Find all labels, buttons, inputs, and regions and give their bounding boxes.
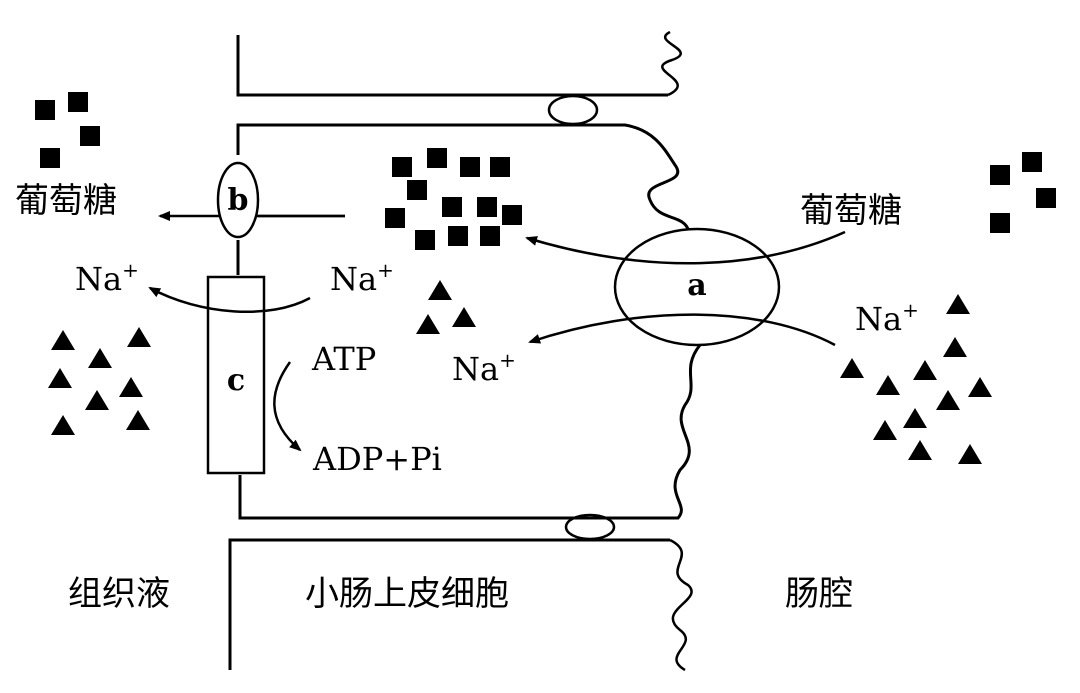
sodium-label-cell-lower: Na+ xyxy=(452,348,516,388)
pump-c-label: c xyxy=(227,363,245,398)
sodium-ions-tissue-fluid xyxy=(48,327,151,435)
atp-label: ATP xyxy=(311,340,376,378)
glucose-molecules-cell xyxy=(385,148,522,250)
intestinal-lumen-label: 肠腔 xyxy=(785,574,853,614)
sodium-ions-lumen xyxy=(840,294,992,464)
lower-cell-outline xyxy=(228,538,670,670)
carrier-a-label: a xyxy=(687,268,706,303)
glucose-label-lumen: 葡萄糖 xyxy=(800,191,902,231)
tight-junction-top xyxy=(547,94,599,126)
glucose-import-arrow xyxy=(525,230,846,265)
sodium-label-tissue-fluid: Na+ xyxy=(75,258,139,298)
glucose-molecules-tissue-fluid xyxy=(35,92,100,168)
lower-cell-microvilli xyxy=(669,538,693,672)
sodium-ions-cell xyxy=(416,280,476,334)
sodium-label-lumen: Na+ xyxy=(855,298,919,338)
sodium-export-arrow xyxy=(148,286,311,314)
atp-hydrolysis-arrow xyxy=(273,361,302,452)
sodium-import-arrow xyxy=(528,313,836,347)
upper-cell-microvilli xyxy=(661,30,682,97)
epithelial-cell-label: 小肠上皮细胞 xyxy=(305,574,509,614)
sodium-label-cell-upper: Na+ xyxy=(330,258,394,298)
epithelial-cell-outline xyxy=(236,123,692,241)
upper-cell-outline xyxy=(236,35,668,97)
adp-pi-label: ADP+Pi xyxy=(312,440,442,478)
tissue-fluid-label: 组织液 xyxy=(68,574,170,614)
glucose-label-tissue-fluid: 葡萄糖 xyxy=(15,181,117,221)
epithelial-cell-lower-membrane xyxy=(238,344,702,520)
glucose-molecules-lumen xyxy=(990,152,1056,233)
carrier-b-label: b xyxy=(228,183,249,218)
carrier-b xyxy=(216,161,260,239)
